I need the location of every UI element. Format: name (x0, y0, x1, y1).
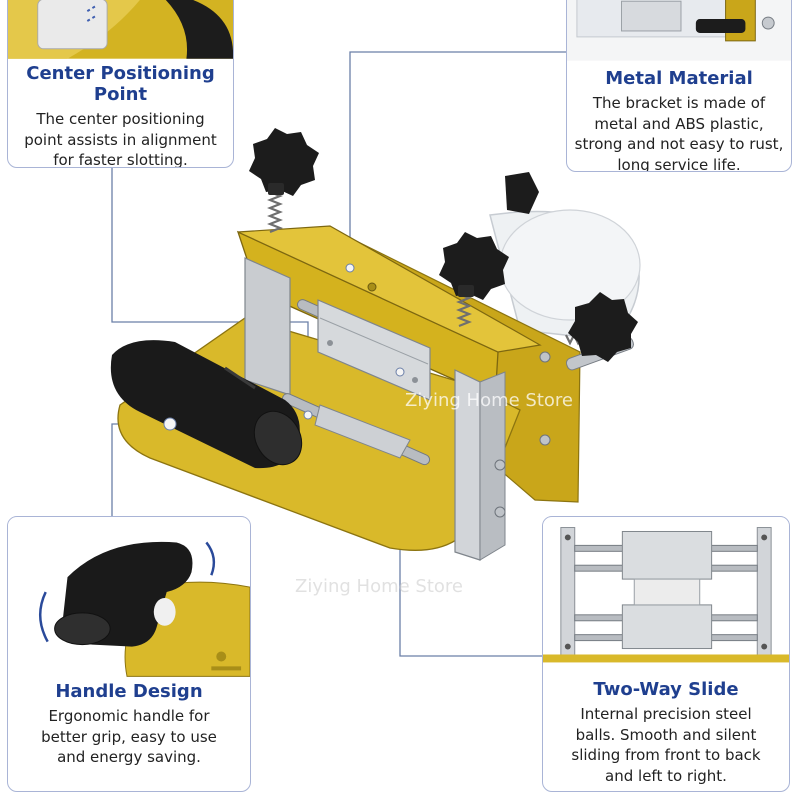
leader-line-metal (349, 51, 568, 268)
callout-two-way-slide: Two-Way Slide Internal precision steel b… (542, 516, 790, 792)
metal-body: The bracket is made of metal and ABS pla… (574, 94, 784, 172)
slide-rails-closeup-photo (543, 517, 789, 667)
center-body: The center positioning point assists in … (24, 110, 217, 168)
rotate-arc-left (38, 591, 49, 643)
slide-body: Internal precision steel balls. Smooth a… (571, 705, 761, 785)
metal-title: Metal Material (605, 68, 753, 89)
handle-closeup-photo (8, 517, 250, 677)
handle-title: Handle Design (55, 681, 203, 702)
slide-title: Two-Way Slide (593, 679, 739, 700)
metal-bracket-closeup-photo (567, 0, 791, 61)
handle-body: Ergonomic handle for better grip, easy t… (41, 707, 217, 766)
center-point-closeup-photo (8, 0, 233, 59)
rotate-arc-right (205, 541, 216, 576)
callout-handle-design: Handle Design Ergonomic handle for bette… (7, 516, 251, 792)
watermark-bottom: Ziying Home Store (295, 576, 463, 597)
watermark-top: Ziying Home Store (293, 203, 461, 224)
watermark-middle: Ziying Home Store (405, 390, 573, 411)
callout-metal-material: Metal Material The bracket is made of me… (566, 0, 792, 172)
